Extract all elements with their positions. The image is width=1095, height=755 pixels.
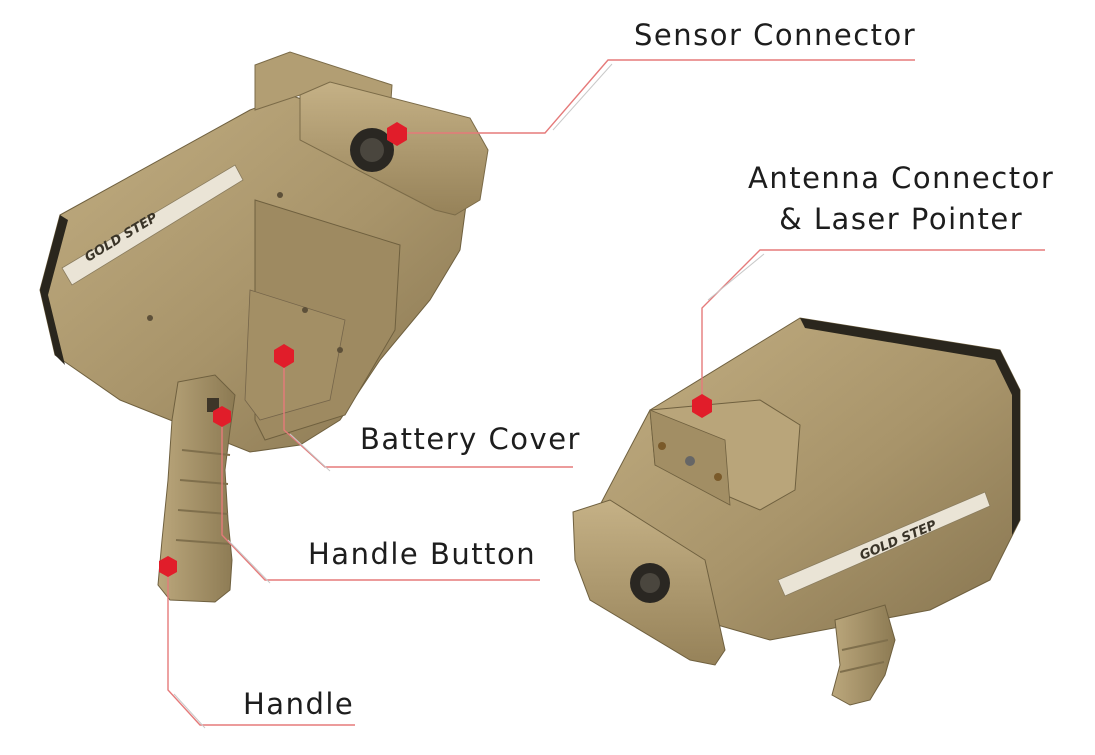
label-handle-button: Handle Button [308,537,537,571]
screw [147,315,153,321]
handle-grip-ridge [179,479,229,485]
label-antenna-connector-line1: Antenna Connector [748,161,1055,195]
markers [159,122,712,577]
label-battery-cover: Battery Cover [360,422,581,456]
screw [337,347,343,353]
marker-antenna-connector [692,394,712,418]
leader-sensor-connector-shadow [552,63,613,131]
leader-handle-shadow [173,693,206,729]
handle-grip-ridge [841,639,889,651]
front-brand-strip [777,491,991,597]
screw [302,307,308,313]
label-handle: Handle [243,687,355,721]
battery-cover-panel [244,289,346,421]
screw [277,192,283,198]
leader-battery-cover [283,355,573,468]
antenna-pin [714,473,722,481]
marker-handle [159,556,177,577]
device-front-view: GOLD STEP [572,317,1021,706]
leader-antenna-connector [701,249,1045,404]
label-sensor-connector: Sensor Connector [634,18,917,52]
front-handle [831,604,896,706]
leader-lines [167,59,1045,729]
marker-battery-cover [274,344,294,368]
laser-pointer-lens [685,456,695,466]
back-brand-strip [61,164,244,286]
sensor-connector-housing [299,81,489,216]
leader-handle-button-shadow [227,539,271,584]
leader-sensor-connector [397,59,915,134]
leader-antenna-connector-shadow [707,253,765,301]
leader-handle [167,567,355,726]
front-sensor-socket-inner [640,573,660,593]
handle-grip-ridge [175,539,231,545]
label-antenna-connector-line2: & Laser Pointer [779,201,1024,236]
label-antenna-connector: Antenna Connector & Laser Pointer [748,158,1054,239]
back-body-rim [40,215,68,365]
handle-grip-ridge [177,509,229,515]
device-back-view: GOLD STEP [39,51,489,603]
leader-battery-cover-shadow [289,433,331,472]
back-handle [157,374,236,603]
marker-handle-button [213,406,231,427]
handle-grip-ridge [839,661,885,673]
leader-handle-button [221,418,540,581]
sensor-connector-socket-inner [360,138,384,162]
antenna-pin [658,442,666,450]
marker-sensor-connector [387,122,407,146]
handle-button [207,398,219,412]
